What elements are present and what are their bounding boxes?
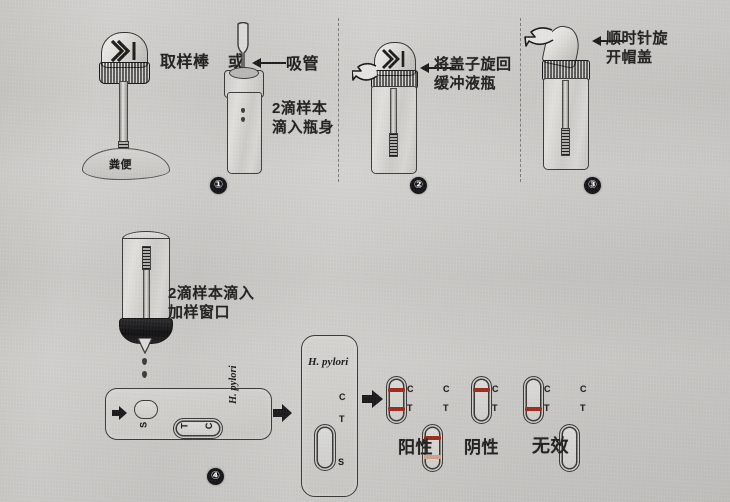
cassette-vertical-s-label: S	[338, 457, 345, 467]
step4-stick-threads	[142, 246, 151, 270]
step4-drops-label: 2滴样本滴入 加样窗口	[168, 285, 255, 321]
invalid-window-2	[559, 424, 580, 472]
bottle-neck-opening	[229, 67, 259, 79]
step-number-3: ③	[584, 177, 601, 194]
stool-sample	[82, 148, 170, 180]
step-number-2: ②	[410, 177, 427, 194]
flow-arrow-2-icon	[362, 390, 384, 408]
invalid-window-1-t-label: T	[544, 403, 550, 413]
step-number-4: ④	[207, 468, 224, 485]
positive-window-1-c-label: C	[407, 384, 414, 394]
section-divider-1	[338, 18, 339, 182]
positive-window-2-c-label: C	[443, 384, 450, 394]
section-divider-2	[520, 18, 521, 182]
pipette-label: 吸管	[286, 56, 320, 73]
bottle-drop-trail	[240, 108, 245, 130]
positive-window-2-control-band	[424, 436, 441, 440]
stool-label: 粪便	[109, 159, 132, 171]
cassette-horizontal-result-window	[173, 418, 223, 439]
cassette-horizontal-c-label: C	[203, 422, 214, 430]
result-group-invalid: C T C T	[523, 376, 595, 472]
cassette-horizontal-inlet-arrow-icon	[112, 406, 128, 420]
result-label-positive: 阳性	[398, 438, 433, 457]
drop-2	[142, 371, 147, 378]
positive-window-2-t-label: T	[443, 403, 449, 413]
step3-stick-threads	[561, 128, 570, 156]
positive-window-1-control-band	[388, 388, 405, 392]
step3-instruction: 顺时针旋 开帽盖	[606, 30, 669, 66]
result-label-invalid: 无效	[532, 436, 569, 456]
step2-instruction: 将盖子旋回 缓冲液瓶	[434, 56, 512, 92]
drop-1	[142, 358, 147, 365]
positive-window-2	[422, 424, 443, 472]
step2-rotate-arrow-icon	[351, 62, 378, 84]
cassette-horizontal-brand: H. pylori	[228, 365, 239, 405]
invalid-window-2-c-label: C	[580, 384, 587, 394]
step2-cap-arrow-marks	[380, 47, 408, 71]
invalid-window-2-t-label: T	[580, 403, 586, 413]
step2-stick-threads	[389, 133, 398, 157]
result-group-positive: C T C T	[386, 376, 458, 472]
invalid-window-1-c-label: C	[544, 384, 551, 394]
cassette-horizontal-t-label: T	[179, 422, 190, 429]
pipette	[233, 21, 253, 82]
step3-callout-arrow	[592, 36, 626, 46]
positive-window-1-t-label: T	[407, 403, 413, 413]
invalid-window-1-test-band	[525, 407, 542, 411]
negative-window-1-c-label: C	[492, 384, 499, 394]
step2-callout-arrow	[420, 63, 456, 73]
result-label-negative: 阴性	[464, 438, 499, 457]
step1-drops-label: 2滴样本 滴入瓶身	[272, 100, 335, 136]
result-group-negative: C T	[471, 376, 511, 428]
positive-window-2-test-band	[424, 455, 441, 459]
swab-cap-arrow-marks	[108, 38, 140, 64]
positive-window-1-test-band	[388, 407, 405, 411]
negative-window-1	[471, 376, 492, 424]
cassette-vertical-t-label: T	[339, 414, 345, 424]
negative-window-1-t-label: T	[492, 403, 498, 413]
buffer-bottle-step1	[227, 92, 262, 174]
step3-rotate-arrow-icon	[524, 27, 554, 49]
cassette-vertical-result-window	[314, 424, 336, 471]
cassette-horizontal-sample-well	[134, 400, 158, 419]
negative-window-1-control-band	[473, 388, 490, 392]
dropper-nozzle-icon	[136, 337, 154, 355]
swab-label: 取样棒	[160, 54, 210, 71]
cassette-horizontal-s-label: S	[138, 421, 149, 428]
invalid-window-1	[523, 376, 544, 424]
flow-arrow-1-icon	[273, 404, 293, 422]
step4-drop-trail	[141, 358, 148, 382]
cassette-vertical-brand: H. pylori	[308, 356, 349, 368]
pipette-callout-arrow	[252, 58, 286, 68]
step-number-1: ①	[210, 177, 227, 194]
positive-window-1	[386, 376, 407, 424]
cassette-vertical-c-label: C	[339, 392, 346, 402]
